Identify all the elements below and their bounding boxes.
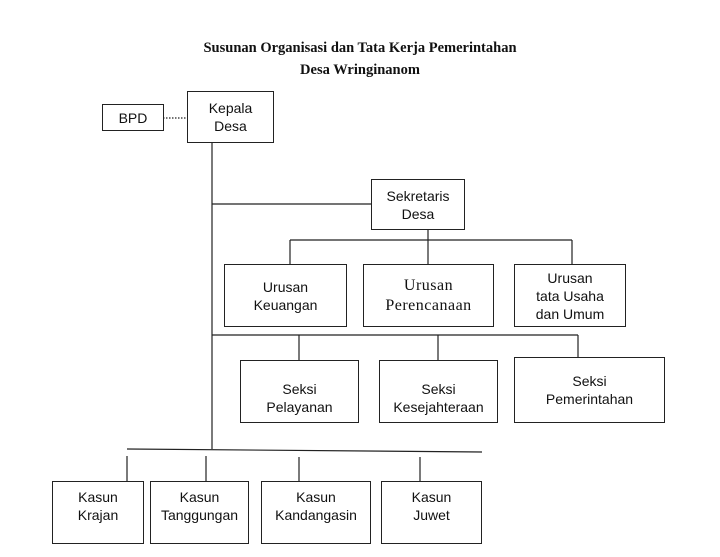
box-kepala-desa: Kepala Desa	[187, 91, 274, 143]
box-kasun-tanggungan: Kasun Tanggungan	[150, 481, 249, 544]
kasun-bar-line	[126, 448, 483, 453]
box-seksi-pemerintahan: Seksi Pemerintahan	[514, 357, 665, 423]
box-urusan-perencanaan: Urusan Perencanaan	[363, 264, 494, 327]
box-bpd: BPD	[102, 104, 164, 131]
box-kasun-kandangasin: Kasun Kandangasin	[261, 481, 371, 544]
chart-subtitle: Desa Wringinanom	[300, 62, 420, 78]
chart-title: Susunan Organisasi dan Tata Kerja Pemeri…	[203, 40, 517, 56]
box-kasun-krajan: Kasun Krajan	[52, 481, 144, 544]
box-seksi-pelayanan: Seksi Pelayanan	[240, 360, 359, 423]
box-seksi-kesejahteraan: Seksi Kesejahteraan	[379, 360, 498, 423]
box-urusan-tata-usaha: Urusan tata Usaha dan Umum	[514, 264, 626, 327]
box-kasun-juwet: Kasun Juwet	[381, 481, 482, 544]
box-sekretaris-desa: Sekretaris Desa	[371, 179, 465, 230]
box-urusan-keuangan: Urusan Keuangan	[224, 264, 347, 327]
